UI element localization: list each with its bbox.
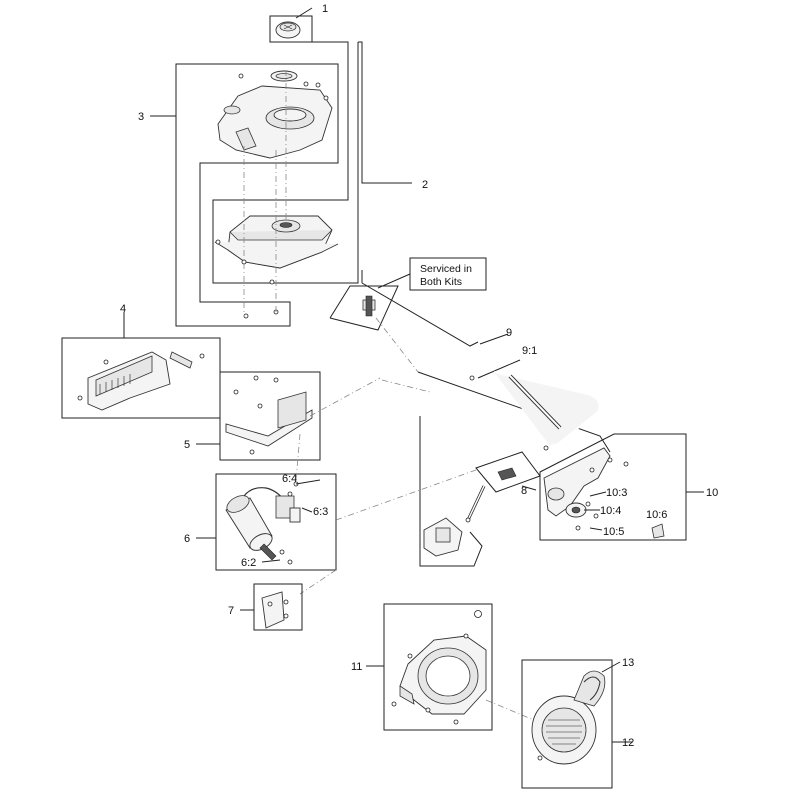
alignment-lines-fuel [375,317,431,393]
bracket-part[interactable] [225,375,313,455]
blower-side-group-frame [539,433,687,541]
shroud-group-frame [175,63,339,327]
callout-6-4: 6:4 [282,473,297,485]
callout-leader-13 [601,661,621,673]
callout-leader-6-3 [301,507,313,513]
callout-1: 1 [322,3,328,15]
callout-3: 3 [138,111,144,123]
recoil-starter-group-frame [521,659,613,789]
carburetor-part[interactable] [423,467,517,557]
alignment-lines-shroud [243,70,287,316]
fuel-hose-part[interactable] [469,371,601,451]
callout-leader-1 [295,7,313,19]
fuel-cap-part[interactable] [269,15,313,43]
fuel-tank-part[interactable] [214,215,339,285]
alignment-lines-starter [295,377,477,595]
callout-10-6: 10:6 [646,509,667,521]
callout-leader-2 [358,41,412,184]
callout-6-2: 6:2 [241,557,256,569]
callout-11: 11 [351,661,362,673]
blower-housing-part[interactable] [391,610,487,725]
blower-side-cover-part[interactable] [543,447,665,539]
callout-4: 4 [120,303,126,315]
callout-9: 9 [506,327,512,339]
note-line-1: Serviced in [420,263,472,275]
serviced-note-box: Serviced in Both Kits [409,257,487,291]
callout-10-3: 10:3 [606,487,627,499]
note-line-2: Both Kits [420,276,462,288]
callout-2: 2 [422,179,428,191]
fuel-valve-part[interactable] [362,295,376,317]
callout-6-3: 6:3 [313,506,328,518]
callout-10-4: 10:4 [600,505,621,517]
callout-8: 8 [521,485,527,497]
callout-6: 6 [184,533,190,545]
callout-leader-9-1 [477,359,521,379]
callout-5: 5 [184,439,190,451]
fuel-tank-shroud-part[interactable] [217,70,333,319]
starter-motor-part[interactable] [224,481,301,565]
fuel-tank-group-frame [212,41,359,284]
fuel-valve-frame [329,273,411,331]
callout-10-5: 10:5 [603,526,624,538]
fuel-line-group-frame [361,270,483,567]
callout-leader-10-5 [589,527,603,531]
callout-leader-10-3 [589,491,607,497]
callout-9-1: 9:1 [522,345,537,357]
callout-12: 12 [622,737,634,749]
fuel-line-frame-lower [417,371,611,453]
recoil-starter-part[interactable] [531,670,606,765]
callout-leader-6-2 [261,559,281,563]
callout-13: 13 [622,657,634,669]
blower-housing-group-frame [383,603,493,731]
callout-leader-8 [521,485,537,491]
heat-shield-part[interactable] [77,351,205,411]
callout-leader-9 [479,333,509,345]
starter-motor-group-frame [215,473,337,571]
callout-7: 7 [228,605,234,617]
mount-plate-part[interactable] [261,591,289,629]
callout-10: 10 [706,487,718,499]
mount-plate-group-frame [253,583,303,631]
bracket-group-frame [219,371,321,461]
callout-leader-6-4 [295,479,321,485]
